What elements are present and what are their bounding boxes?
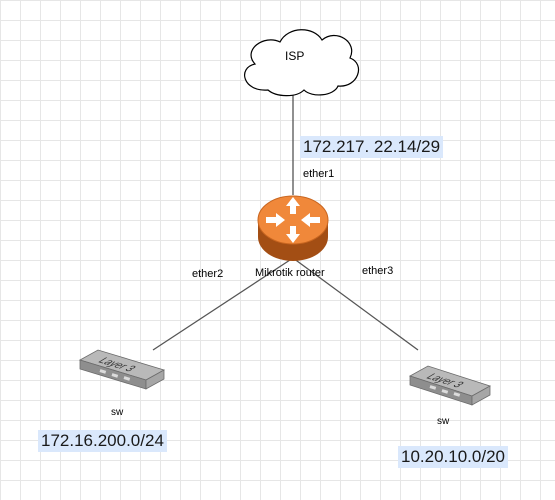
left-subnet-label: 172.16.200.0/24 (38, 430, 167, 452)
link-router-switch-right (292, 257, 419, 351)
wan-subnet-label: 172.217. 22.14/29 (300, 136, 444, 158)
ether1-label: ether1 (303, 168, 335, 180)
switch-right-icon[interactable]: Layer 3 (409, 365, 491, 406)
right-subnet-label: 10.20.10.0/20 (398, 446, 508, 468)
link-router-switch-left (152, 257, 294, 351)
switch-left-label: sw (111, 407, 124, 418)
isp-label: ISP (285, 49, 305, 63)
switch-left-icon[interactable]: Layer 3 (78, 349, 166, 390)
isp-cloud-icon[interactable] (244, 29, 360, 97)
ether3-label: ether3 (362, 265, 394, 277)
router-label: Mikrotik router (255, 267, 325, 279)
router-icon[interactable] (257, 195, 329, 261)
switch-right-label: sw (437, 416, 450, 427)
ether2-label: ether2 (192, 268, 224, 280)
